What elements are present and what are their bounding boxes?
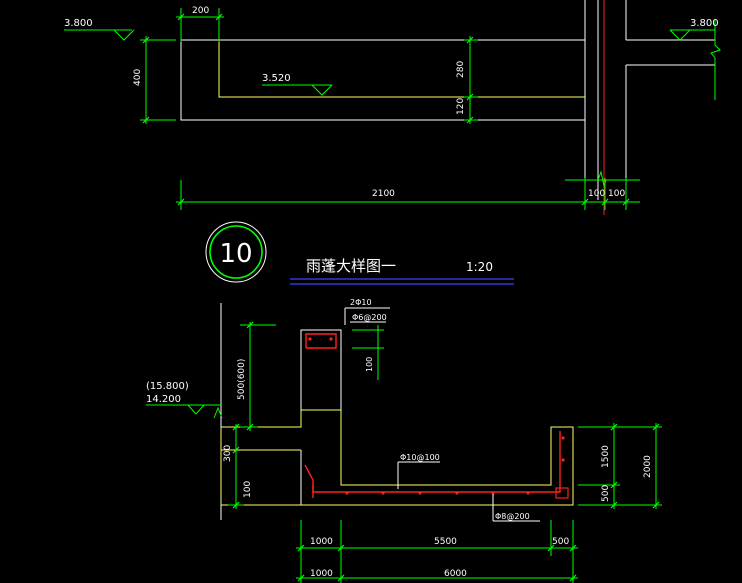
rebar-dot xyxy=(561,436,565,440)
dim-text: 120 xyxy=(456,98,466,115)
level-mark-right: 3.800 xyxy=(669,18,719,41)
rebar-dot xyxy=(526,491,530,495)
level-text: (15.800) xyxy=(146,381,189,392)
top-detail: 3.800 3.800 3.520 200 400 xyxy=(64,0,721,215)
stirrup-rebar xyxy=(305,333,337,349)
break-mark-right xyxy=(710,20,721,100)
level-text: 3.800 xyxy=(64,18,93,29)
level-text: 14.200 xyxy=(146,394,181,405)
dim-text: 100 xyxy=(365,357,374,372)
rebar-dot xyxy=(561,458,565,462)
dim-right: 1500 500 2000 xyxy=(578,423,662,509)
dim-text: 300 xyxy=(223,445,233,462)
dim-text: 1000 xyxy=(310,569,333,579)
dim-text: 5500 xyxy=(434,537,457,547)
upright-outline xyxy=(300,329,342,410)
section-circle-inner xyxy=(209,225,263,279)
detail-scale: 1:20 xyxy=(466,260,493,274)
canopy-detail: (15.800) 14.200 500(600) 300 100 2Φ10 xyxy=(146,298,662,583)
detail-title: 雨蓬大样图一 xyxy=(306,257,396,275)
dim-text: 1000 xyxy=(310,537,333,547)
dim-text: 400 xyxy=(133,69,143,86)
dim-text: 100 xyxy=(243,481,253,498)
rebar-label: Φ8@200 xyxy=(495,512,530,521)
rebar-dot xyxy=(455,491,459,495)
dim-text: 2000 xyxy=(643,455,653,478)
rebar-dot xyxy=(418,491,422,495)
rebar-dot xyxy=(308,337,312,341)
dim-slab-left: 300 100 xyxy=(223,423,253,509)
rebar-label: Φ10@100 xyxy=(400,453,440,462)
dim-vertical-right: 280 120 xyxy=(456,36,478,124)
dim-text: 280 xyxy=(456,61,466,78)
dim-200-top: 200 xyxy=(176,6,224,42)
rebar-dot xyxy=(381,491,385,495)
dim-text: 500 xyxy=(552,537,569,547)
dim-bottom-rows: 1000 5500 500 1000 6000 xyxy=(296,520,578,583)
rebar-labels: 2Φ10 Φ6@200 100 Φ10@100 Φ8@200 xyxy=(344,298,540,522)
rebar-label: Φ6@200 xyxy=(352,313,387,322)
section-circle-outer xyxy=(205,221,267,283)
dim-text: 500(600) xyxy=(237,359,247,400)
dim-text: 2100 xyxy=(372,189,395,199)
section-marker: 10 xyxy=(205,221,267,283)
dim-text: 6000 xyxy=(444,569,467,579)
level-mark-canopy: (15.800) 14.200 xyxy=(146,381,223,419)
level-mark-inner: 3.520 xyxy=(262,73,333,96)
section-number: 10 xyxy=(219,239,252,269)
detail-title-block: 雨蓬大样图一 1:20 xyxy=(290,257,514,285)
rebar-label: 2Φ10 xyxy=(350,298,372,307)
dim-text: 500 xyxy=(601,485,611,502)
dim-2100-bottom: 2100 100 100 xyxy=(176,170,640,210)
dim-text: 200 xyxy=(192,6,209,16)
inner-step-outline xyxy=(218,40,585,98)
beam-outline-bottom xyxy=(180,40,585,121)
rebar-dot xyxy=(491,491,495,495)
dim-400-left: 400 xyxy=(133,36,176,124)
rebar-group xyxy=(304,333,569,499)
canopy-outline xyxy=(220,409,574,506)
level-text: 3.520 xyxy=(262,73,291,84)
rebar-dot xyxy=(345,491,349,495)
level-mark-left: 3.800 xyxy=(64,18,135,41)
dim-text: 1500 xyxy=(601,445,611,468)
dim-text: 100 xyxy=(588,189,605,199)
rebar-dot xyxy=(329,337,333,341)
dim-text: 100 xyxy=(608,189,625,199)
end-stirrup xyxy=(555,487,569,499)
dim-upright-height: 500(600) xyxy=(237,321,276,431)
level-text: 3.800 xyxy=(690,18,719,29)
